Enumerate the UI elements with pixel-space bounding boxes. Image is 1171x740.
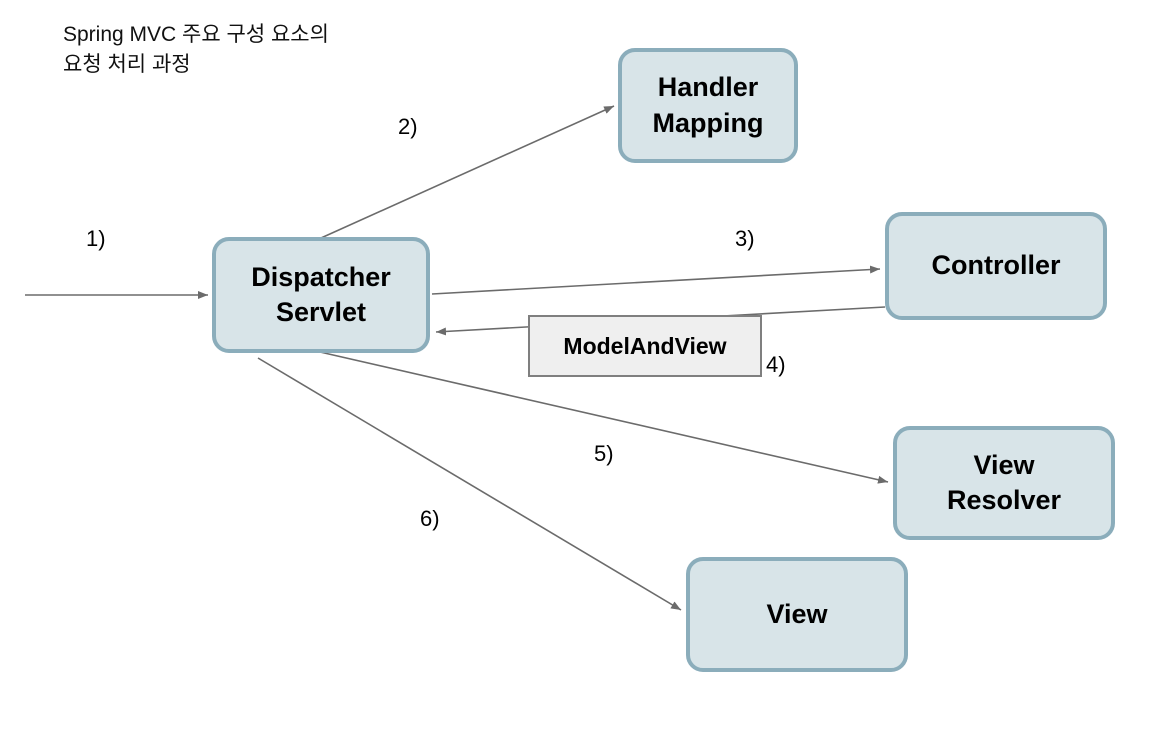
arrow-2-to-handler-mapping xyxy=(320,105,615,239)
node-controller: Controller xyxy=(885,212,1107,320)
step-label-3: 3) xyxy=(735,226,755,251)
node-view: View xyxy=(686,557,908,672)
step-label-1: 1) xyxy=(86,226,106,251)
node-dispatcher-servlet-label: Dispatcher Servlet xyxy=(251,261,391,327)
node-view-label: View xyxy=(766,598,828,629)
diagram-title: Spring MVC 주요 구성 요소의 요청 처리 과정 xyxy=(63,20,329,80)
arrow-6-to-view xyxy=(257,357,682,611)
step-label-4: 4) xyxy=(766,352,786,377)
step-label-5: 5) xyxy=(594,441,614,466)
node-handler-mapping: Handler Mapping xyxy=(618,48,798,163)
arrow-5-to-view-resolver xyxy=(319,351,889,484)
diagram-title-line2: 요청 처리 과정 xyxy=(63,53,191,76)
node-dispatcher-servlet: Dispatcher Servlet xyxy=(212,237,430,353)
diagram-title-line1: Spring MVC 주요 구성 요소의 xyxy=(63,23,329,46)
node-view-resolver: View Resolver xyxy=(893,426,1115,540)
node-controller-label: Controller xyxy=(931,250,1061,281)
note-model-and-view: ModelAndView xyxy=(528,315,762,377)
step-label-6: 6) xyxy=(420,506,440,531)
step-label-2: 2) xyxy=(398,114,418,139)
arrow-3-to-controller xyxy=(431,265,881,295)
node-view-resolver-label: View Resolver xyxy=(946,449,1062,515)
node-handler-mapping-label: Handler Mapping xyxy=(652,72,764,138)
note-model-and-view-label: ModelAndView xyxy=(563,332,727,359)
